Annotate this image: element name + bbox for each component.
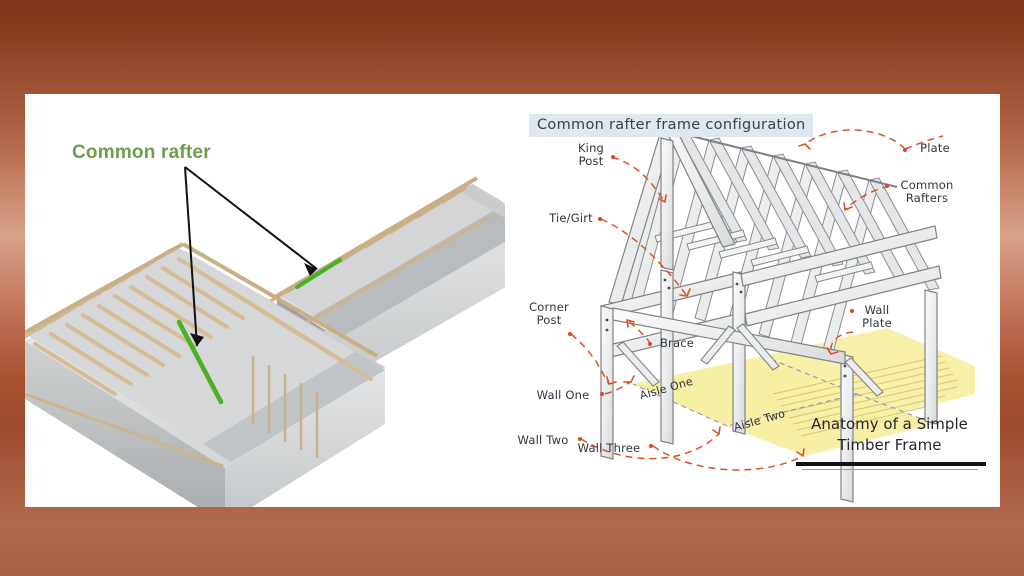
annotation-dot-wall-two [578, 437, 582, 441]
highlighted-rafter-lower [176, 319, 224, 405]
caption-line-1: Anatomy of a Simple [811, 415, 968, 433]
right-figure-title: Common rafter frame configuration [529, 114, 814, 137]
annotation-wall-plate: Wall Plate [862, 303, 892, 330]
annotation-dot-plate [903, 148, 907, 152]
annotation-dot-corner-post [568, 332, 572, 336]
annotation-tie-girt: Tie/Girt [549, 211, 593, 225]
annotation-dot-tie-girt [598, 217, 602, 221]
annotation-king-post: King Post [577, 141, 605, 168]
annotation-dot-common-rafters [885, 184, 889, 188]
content-panel: Common rafter [25, 94, 1000, 507]
caption-rule-thin [802, 469, 978, 470]
annotation-leaders [570, 129, 944, 471]
annotation-plate: Plate [920, 141, 950, 155]
hip-roof-framing-svg [25, 166, 505, 507]
highlighted-rafter-upper [313, 257, 343, 278]
annotation-wall-two: Wall Two [517, 433, 569, 447]
left-illustration: Common rafter [25, 94, 505, 507]
annotation-dot-wall-three [649, 444, 653, 448]
annotation-wall-one: Wall One [536, 388, 590, 402]
leader-lines [184, 166, 318, 347]
caption-rule-thick [796, 462, 986, 466]
corner-post-member [600, 305, 614, 460]
annotation-dot-wall-one [600, 392, 604, 396]
annotation-common-rafters: Common Rafters [900, 178, 954, 205]
annotation-corner-post: Corner Post [529, 300, 569, 327]
common-rafter-label: Common rafter [72, 142, 211, 163]
king-post-member [660, 137, 674, 271]
annotation-brace: Brace [659, 336, 695, 350]
timber-frame-svg [570, 123, 975, 503]
annotation-dot-king-post [611, 155, 615, 159]
annotation-wall-three: Wall Three [577, 441, 641, 455]
annotation-dot-brace [648, 342, 652, 346]
caption-line-2: Timber Frame [837, 436, 942, 454]
annotation-dot-wall-plate [850, 309, 854, 313]
figure-caption: Anatomy of a Simple Timber Frame [787, 414, 992, 456]
right-illustration: Common rafter frame configuration King P… [505, 94, 1000, 507]
